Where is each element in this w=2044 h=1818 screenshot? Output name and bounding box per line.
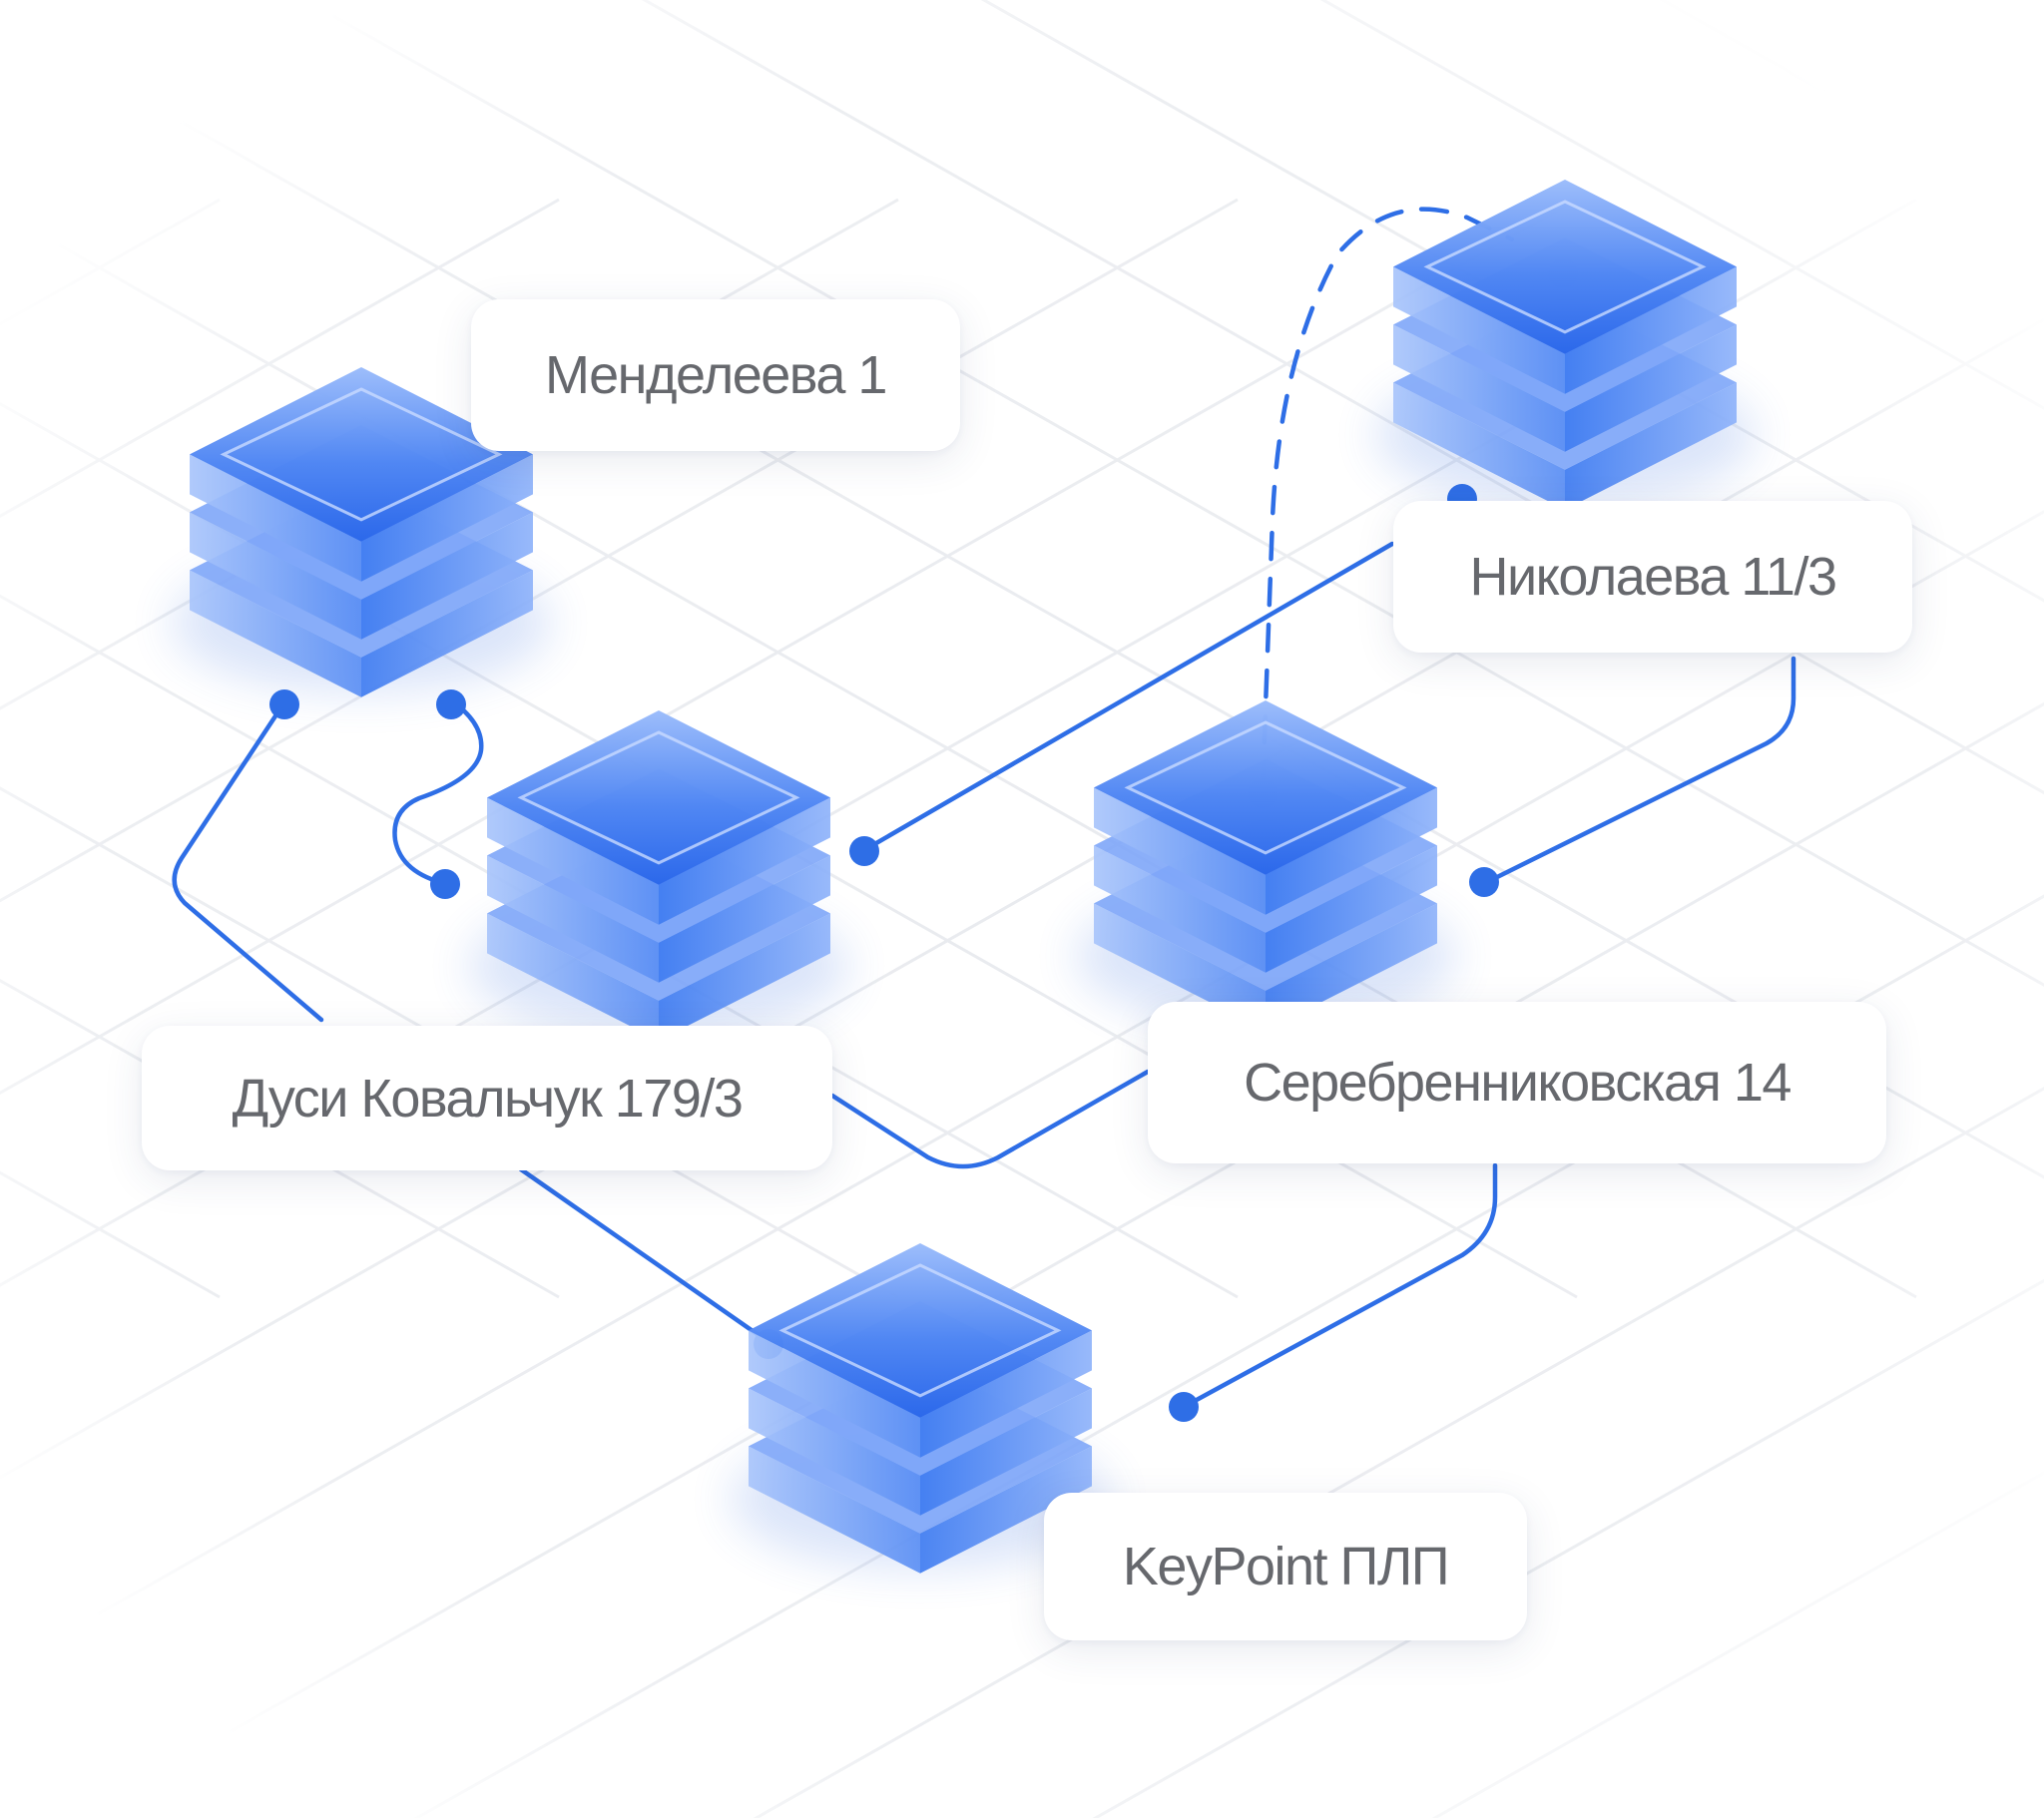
server-slab-right: [1565, 266, 1737, 394]
node-label-keypoint: KeyPoint ПЛП: [1044, 1493, 1527, 1640]
server-slab-right: [1266, 787, 1437, 915]
server-slab-left: [1094, 903, 1266, 1031]
server-slab-left: [1393, 266, 1565, 394]
server-stack-icon: [469, 710, 848, 1041]
grid-line: [980, 0, 2044, 603]
grid-line: [0, 978, 560, 1299]
server-slab-left: [749, 1388, 920, 1516]
server-slab-left: [487, 913, 659, 1041]
server-slab-left: [1094, 845, 1266, 973]
server-stack-icon: [1375, 180, 1755, 510]
server-slab-right: [659, 855, 830, 983]
server-stack-icon: [1076, 700, 1455, 1031]
server-nodes: [172, 180, 1755, 1574]
server-slab-right: [1565, 382, 1737, 510]
grid-line: [0, 198, 1239, 903]
server-slab-top: [1393, 180, 1737, 354]
server-slab-left: [487, 797, 659, 925]
server-stack-icon: [731, 1243, 1110, 1574]
server-slab-right: [1266, 903, 1437, 1031]
server-top-highlight: [1423, 200, 1707, 334]
server-slab-left: [1393, 324, 1565, 452]
server-slab-right: [1565, 324, 1737, 452]
server-slab-left: [487, 855, 659, 983]
connection-line: [1484, 656, 1796, 885]
server-slab-left: [190, 454, 361, 582]
server-slab-left: [190, 512, 361, 640]
server-slab-left: [749, 1446, 920, 1574]
grid-line: [0, 786, 899, 1299]
node-label-mendeleeva: Менделеева 1: [471, 299, 960, 451]
connection-endpoint-dot: [430, 869, 460, 899]
server-stack-icon: [172, 367, 551, 697]
server-slab-right: [659, 913, 830, 1041]
connection-line: [392, 697, 484, 887]
connection-endpoint-dot: [436, 689, 466, 719]
server-slab-right: [920, 1446, 1092, 1574]
grid-line: [0, 198, 221, 326]
server-slab-right: [361, 570, 533, 697]
grid-line: [0, 198, 1578, 1096]
server-top-highlight: [517, 730, 800, 865]
node-label-nikolaeva: Николаева 11/3: [1393, 501, 1912, 653]
server-slab-right: [361, 454, 533, 582]
connection-line: [861, 541, 1395, 853]
server-slab-right: [920, 1330, 1092, 1458]
grid-line: [1431, 1471, 2044, 1818]
connection-endpoint-dot: [1169, 1392, 1199, 1422]
server-slab-top: [190, 367, 533, 542]
node-label-dusi-kovalchuk: Дуси Ковальчук 179/3: [142, 1026, 832, 1170]
server-top-highlight: [778, 1263, 1062, 1398]
server-slab-right: [659, 797, 830, 925]
connection-endpoint-dot: [269, 689, 299, 719]
server-slab-left: [1393, 382, 1565, 510]
server-slab-right: [361, 512, 533, 640]
server-slab-left: [190, 570, 361, 697]
server-top-highlight: [220, 387, 503, 522]
grid-line: [1976, 0, 2044, 1297]
server-top-highlight: [1124, 720, 1407, 855]
grid-line: [301, 0, 2044, 987]
server-slab-top: [749, 1243, 1092, 1418]
dashed-connection-line: [1260, 207, 1515, 791]
connection-lines: [172, 207, 1796, 1422]
connection-line: [518, 1166, 771, 1345]
connection-line: [1181, 1162, 1498, 1410]
grid-line: [0, 198, 560, 519]
server-slab-right: [1266, 845, 1437, 973]
grid-line: [1976, 200, 2044, 1818]
server-slab-top: [487, 710, 830, 885]
server-slab-right: [920, 1388, 1092, 1516]
node-label-serebrennikovskaya: Серебренниковская 14: [1148, 1002, 1886, 1163]
connection-endpoint-dot: [849, 836, 879, 866]
connection-line: [172, 699, 324, 1023]
connection-line: [829, 1069, 1151, 1169]
grid-line: [0, 401, 1578, 1299]
server-slab-top: [1094, 700, 1437, 875]
server-slab-left: [749, 1330, 920, 1458]
server-slab-left: [1094, 787, 1266, 915]
connection-endpoint-dot: [1469, 867, 1499, 897]
grid-line: [0, 510, 2044, 1672]
